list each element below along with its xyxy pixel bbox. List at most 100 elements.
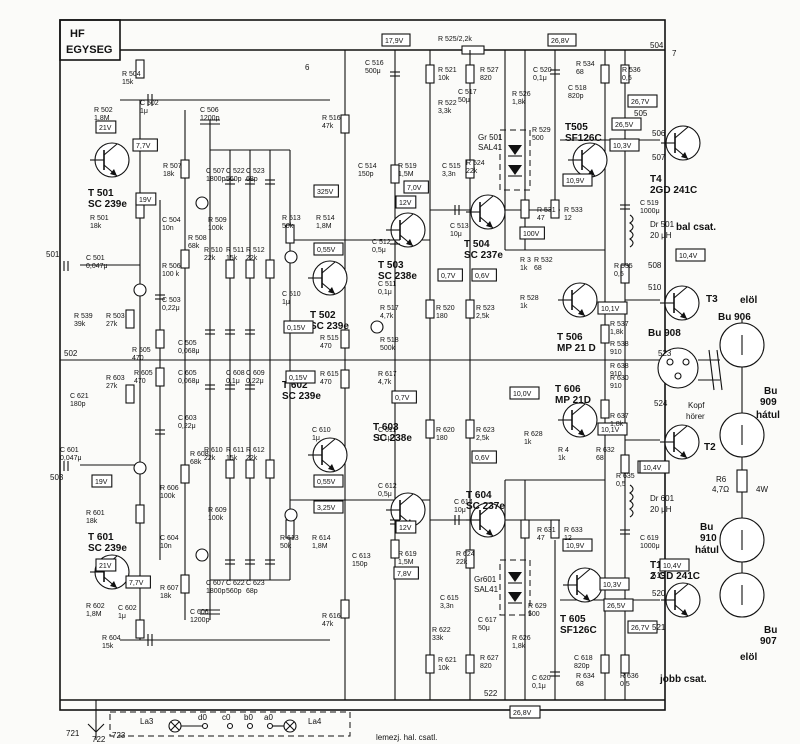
component-ref: R 526 [512, 91, 531, 98]
label-n7: 7 [672, 49, 677, 58]
component-value: 500 [528, 611, 540, 618]
label-n520: 520 [652, 589, 666, 598]
voltage-reading: 10,4V [679, 253, 698, 260]
resistor-r513 [285, 224, 295, 244]
component-ref: R 519 [398, 163, 417, 170]
component-ref: R 535 [614, 263, 633, 270]
component-ref: C 505 [178, 340, 197, 347]
component-ref: R 510 [204, 247, 223, 254]
voltage-reading: 0,55V [317, 247, 336, 254]
transistor-label-t504: T 504 [464, 239, 490, 250]
component-ref: C 617 [478, 617, 497, 624]
component-ref: C 502 [140, 100, 159, 107]
component-value: 18k [163, 171, 175, 178]
component-ref: R 623 [476, 427, 495, 434]
label-bu906: Bu 906 [718, 312, 751, 323]
label-gr501: Gr 501 [478, 133, 503, 142]
label-dr601: Dr 601 [650, 494, 675, 503]
transistor-label-t606: T 606 [555, 384, 581, 395]
resistor-r531 [520, 199, 530, 219]
voltage-reading: 0,15V [289, 375, 308, 382]
transistor-label-t601: T 601 [88, 532, 114, 543]
voltage-reading: 10,9V [566, 543, 585, 550]
transistor-t2 [660, 424, 700, 460]
component-value: 1800p [206, 588, 226, 595]
resistor-r511 [245, 259, 255, 279]
component-ref: C 503 [162, 297, 181, 304]
voltage-box [132, 138, 158, 152]
component-ref: C 601 [60, 447, 79, 454]
voltage-reading: 10,4V [643, 465, 662, 472]
test-point-markers [133, 196, 384, 562]
resistor-r637 [600, 399, 610, 419]
label-hatul2: hátul [695, 545, 719, 556]
component-ref: R 513 [282, 215, 301, 222]
component-value: 100k [160, 493, 176, 500]
component-value: 100k [208, 225, 224, 232]
label-n510: 510 [648, 283, 662, 292]
component-value: 27k [106, 321, 118, 328]
component-value: 10n [162, 225, 174, 232]
resistor-r611 [245, 459, 255, 479]
component-ref: C 507 [206, 168, 225, 175]
component-value: 50k [280, 543, 292, 550]
component-value: 68k [190, 459, 202, 466]
component-ref: R 528 [520, 295, 539, 302]
component-value: 0,22μ [246, 378, 264, 385]
component-ref: C 623 [246, 580, 265, 587]
component-ref: C 504 [162, 217, 181, 224]
transistor-type-t501: SC 239e [88, 199, 127, 210]
label-n721: 721 [66, 729, 80, 738]
transistor-label-t505: T505 [565, 122, 588, 133]
transistor-t503 [386, 212, 426, 248]
component-ref: C 606 [190, 609, 209, 616]
voltage-reading: 10,0V [513, 391, 532, 398]
component-value: 68 [576, 681, 584, 688]
transistor-t502 [308, 260, 348, 296]
label-bu909: Bu [764, 386, 777, 397]
component-ref: R 605 [134, 370, 153, 377]
resistor-r521 [425, 64, 435, 84]
component-ref: R 522 [438, 100, 457, 107]
component-ref: C 501 [86, 255, 105, 262]
component-value: 50μ [458, 97, 470, 104]
transistor-label-t2: T2 [704, 442, 716, 453]
resistor-r506 [180, 249, 190, 269]
component-value: 68 [596, 455, 604, 462]
transistor-label-t4: T4 [650, 174, 662, 185]
component-value: 68 [576, 69, 584, 76]
component-ref: R 607 [160, 585, 179, 592]
component-ref: R 538 [610, 341, 629, 348]
component-ref: R 527 [480, 67, 499, 74]
component-value: 820 [480, 75, 492, 82]
component-value: 68k [188, 243, 200, 250]
label-n722: 722 [92, 735, 106, 744]
component-ref: R 511 [226, 247, 244, 254]
component-value: 0,068μ [178, 348, 200, 355]
resistor-r519 [390, 164, 400, 184]
label-dr501: Dr 501 [650, 220, 675, 229]
resistor-r515 [340, 329, 350, 349]
label-n523: 523 [658, 349, 672, 358]
component-ref: C 514 [358, 163, 377, 170]
resistor-r635 [620, 454, 630, 474]
transistor-group [90, 125, 701, 618]
component-value: 0,5μ [372, 247, 386, 254]
component-ref: R 634 [576, 673, 595, 680]
component-ref: R 619 [398, 551, 417, 558]
transistor-type-t503: SC 238e [378, 271, 417, 282]
component-value: 910 [610, 371, 622, 378]
component-ref: R 608 [190, 451, 209, 458]
voltage-reading: 0,6V [475, 273, 490, 280]
component-ref: C 605 [178, 370, 197, 377]
component-ref: C 522 [226, 168, 245, 175]
label-n501: 501 [46, 250, 60, 259]
resistor-r516 [340, 114, 350, 134]
component-ref: R 635 [616, 473, 635, 480]
voltage-reading: 0,7V [441, 273, 456, 280]
label-bu909b: 909 [760, 397, 777, 408]
transistor-label-t503: T 503 [378, 260, 404, 271]
voltage-box [313, 184, 339, 198]
component-value: 1μ [312, 435, 320, 442]
label-horer: hörer [686, 412, 705, 421]
